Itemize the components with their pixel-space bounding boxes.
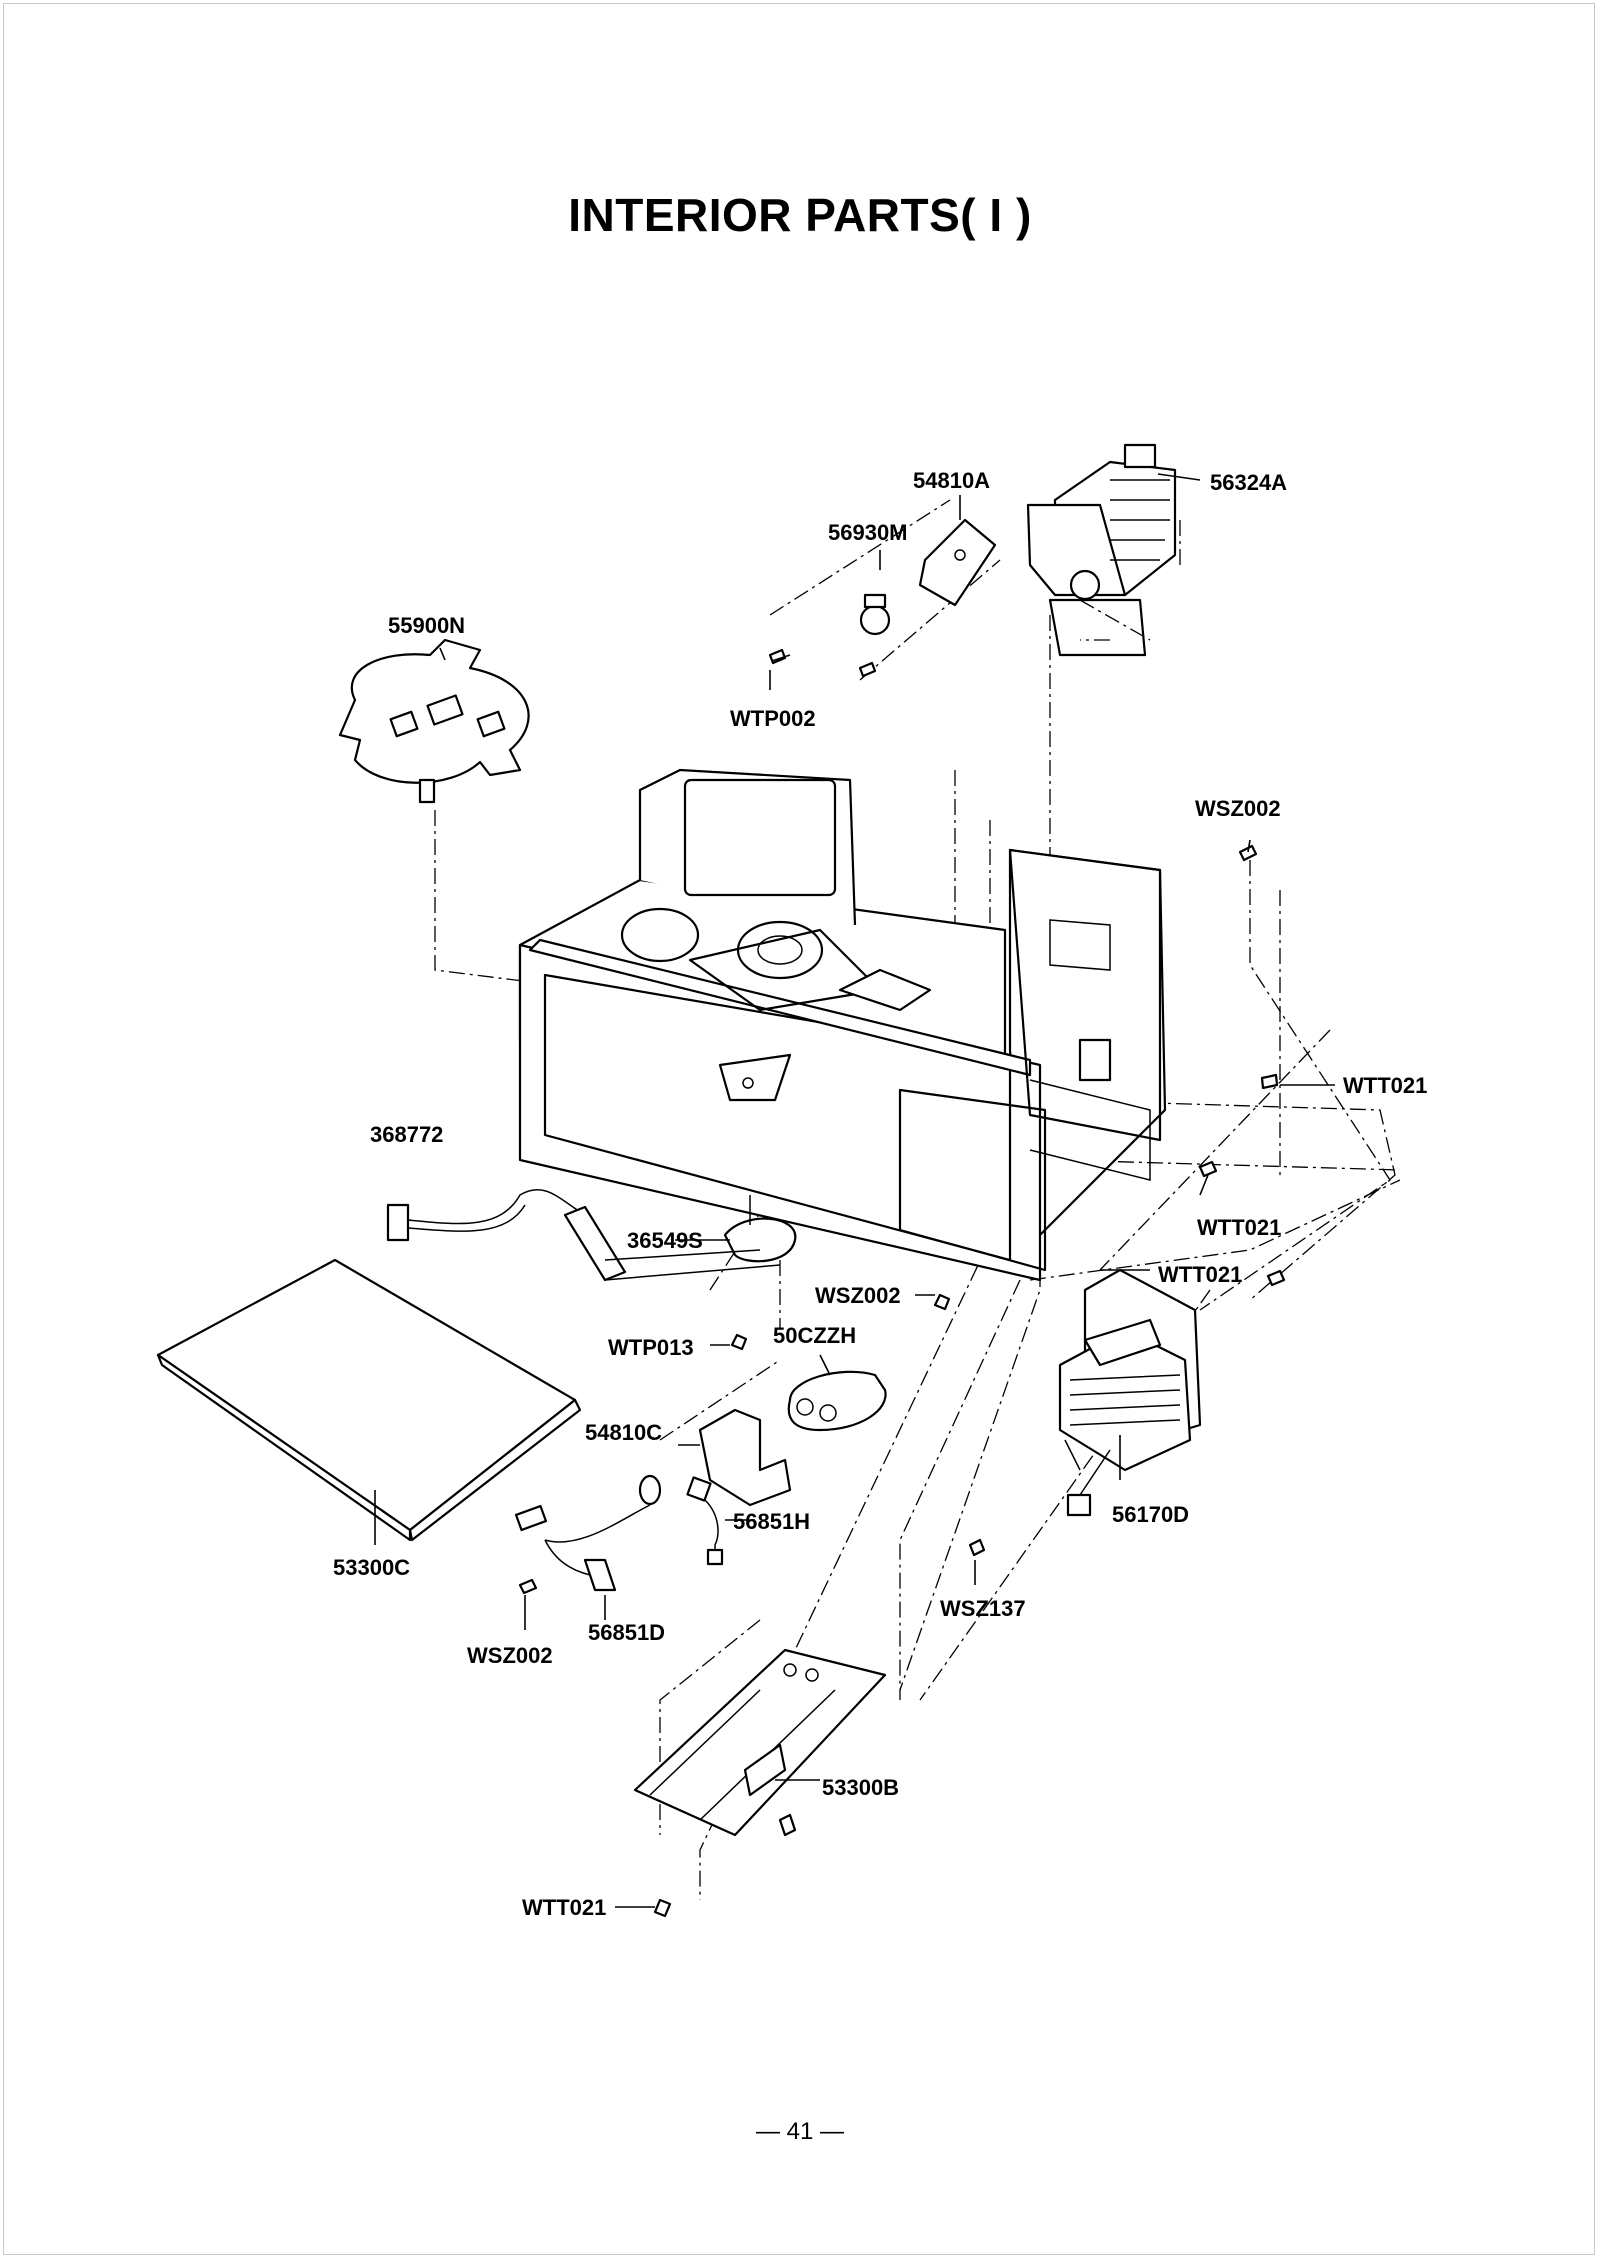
page-number: — 41 — [755, 2118, 845, 2145]
label-WTT021-bottom: WTT021 [522, 1895, 606, 1920]
label-54810C: 54810C [585, 1420, 662, 1445]
thermostat-bracket-part [859, 518, 997, 636]
label-55900N: 55900N [388, 613, 465, 638]
label-53300B: 53300B [822, 1775, 899, 1800]
label-53300C: 53300C [333, 1555, 410, 1580]
label-WTP002: WTP002 [730, 706, 816, 731]
magnetron-part [1026, 443, 1177, 657]
leader-lines [374, 473, 1335, 1908]
label-WTP013: WTP013 [608, 1335, 694, 1360]
label-368772: 368772 [370, 1122, 443, 1147]
cavity-frame [518, 768, 1167, 1282]
label-WSZ002-low: WSZ002 [467, 1643, 553, 1668]
page-title: INTERIOR PARTS( I ) [568, 189, 1032, 241]
label-54810A: 54810A [913, 468, 990, 493]
label-56170D: 56170D [1112, 1502, 1189, 1527]
base-plate-part [633, 1648, 887, 1837]
screws-lower [518, 1160, 1286, 1918]
page-border [3, 3, 1595, 2255]
label-56930M: 56930M [828, 520, 908, 545]
diode-part [686, 1476, 724, 1566]
label-56851D: 56851D [588, 1620, 665, 1645]
capacitor-part [787, 1370, 887, 1432]
label-50CZZH: 50CZZH [773, 1323, 856, 1348]
label-WSZ137: WSZ137 [940, 1596, 1026, 1621]
label-56851H: 56851H [733, 1509, 810, 1534]
label-WTT021-low: WTT021 [1158, 1262, 1242, 1287]
label-WSZ002-mid: WSZ002 [815, 1283, 901, 1308]
waveguide-cover-part [156, 1258, 582, 1542]
right-plate [1008, 848, 1162, 1142]
capacitor-bracket-part [698, 1408, 792, 1507]
fuse-holder-part [514, 1474, 662, 1592]
label-WSZ002-top: WSZ002 [1195, 796, 1281, 821]
label-56324A: 56324A [1210, 470, 1287, 495]
label-WTT021-mid: WTT021 [1197, 1215, 1281, 1240]
turntable-motor-harness [386, 1189, 797, 1282]
fan-part [338, 638, 530, 804]
part-labels: 56324A 54810A 56930M 55900N WTP002 WSZ00… [333, 468, 1427, 1920]
label-WTT021-right: WTT021 [1343, 1073, 1427, 1098]
label-36549S: 36549S [627, 1228, 703, 1253]
transformer-part [1058, 1268, 1202, 1517]
